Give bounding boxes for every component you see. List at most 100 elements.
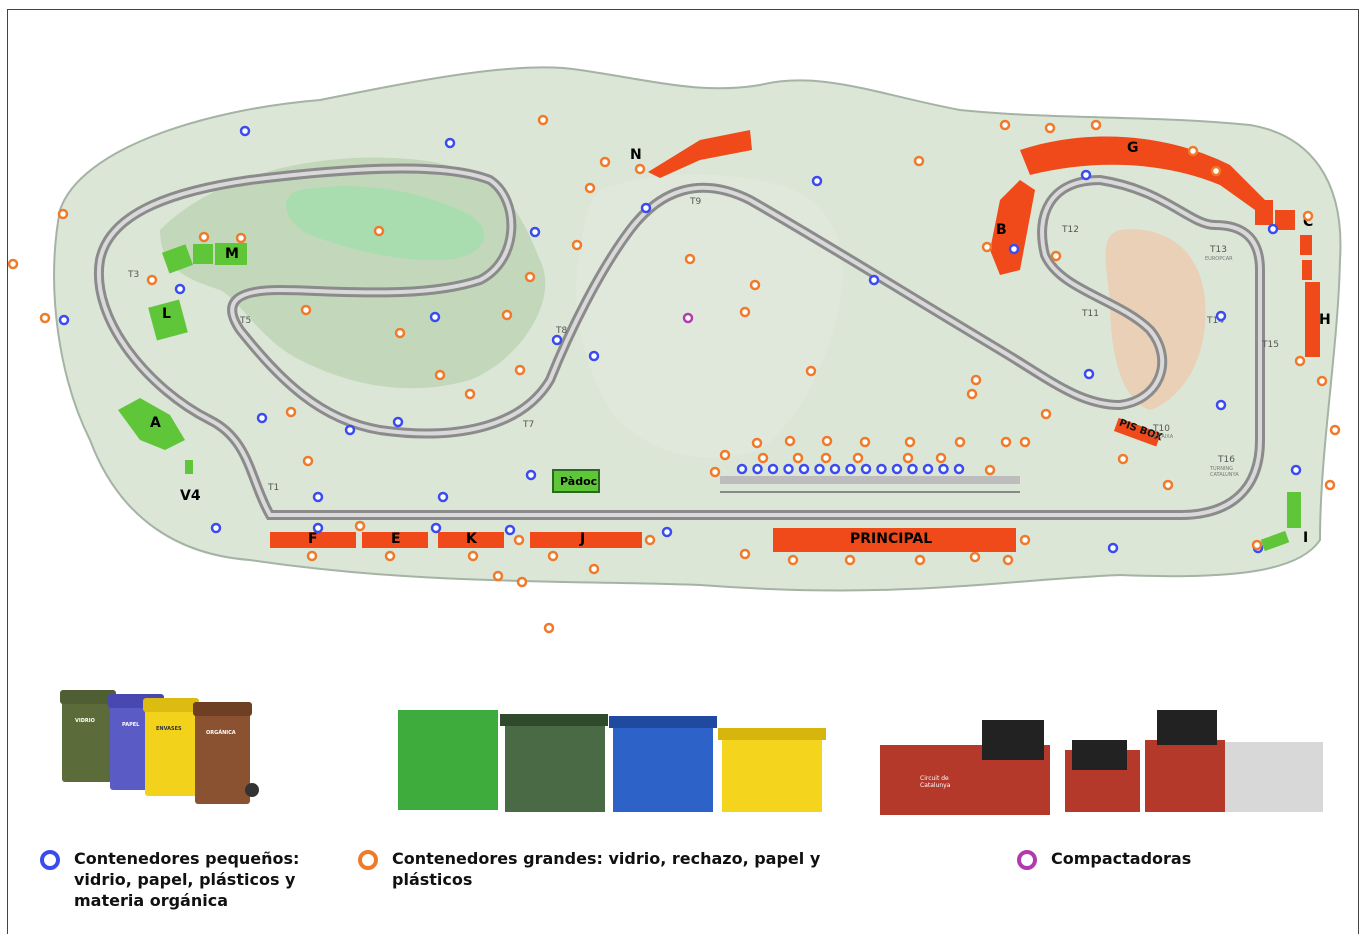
large-container-marker	[709, 466, 721, 478]
infield-grass	[1105, 229, 1206, 410]
large-container-marker	[1019, 436, 1031, 448]
large-container-marker	[757, 452, 769, 464]
large-container-marker	[1000, 436, 1012, 448]
small-container-marker	[1267, 223, 1279, 235]
small-container-marker	[1290, 464, 1302, 476]
large-container-marker	[235, 232, 247, 244]
small-container-marker	[525, 469, 537, 481]
large-container-marker	[751, 437, 763, 449]
large-container-marker	[57, 208, 69, 220]
legend-small-line2: vidrio, papel, plásticos y	[74, 870, 296, 889]
large-container-marker	[981, 241, 993, 253]
small-container-marker	[922, 463, 934, 475]
large-container-marker	[146, 274, 158, 286]
legend-large-containers: Contenedores grandes: vidrio, rechazo, p…	[358, 848, 820, 890]
large-container-marker	[954, 436, 966, 448]
large-container-marker	[966, 388, 978, 400]
large-container-marker	[394, 327, 406, 339]
large-container-marker	[1002, 554, 1014, 566]
large-container-marker	[306, 550, 318, 562]
large-container-marker	[1040, 408, 1052, 420]
legend-small-containers: Contenedores pequeños: vidrio, papel, pl…	[40, 848, 299, 911]
large-container-marker	[571, 239, 583, 251]
large-container-marker	[792, 452, 804, 464]
large-container-marker	[859, 436, 871, 448]
small-container-marker	[938, 463, 949, 475]
large-container-marker	[39, 312, 51, 324]
large-container-marker	[7, 258, 19, 270]
large-container-marker	[844, 554, 856, 566]
small-container-marker	[312, 522, 324, 534]
large-container-marker	[970, 374, 982, 386]
small-container-marker	[798, 463, 810, 475]
large-container-marker	[913, 155, 925, 167]
legend-compact-line1: Compactadoras	[1051, 849, 1192, 868]
large-container-marker	[904, 436, 916, 448]
large-container-marker	[1044, 122, 1056, 134]
large-container-marker	[300, 304, 312, 316]
green-zones	[118, 243, 1301, 552]
small-container-marker	[868, 274, 880, 286]
small-container-marker	[529, 226, 541, 238]
small-container-marker	[1008, 243, 1020, 255]
purple-ring-marker-icon	[1017, 850, 1037, 870]
legend-small-line1: Contenedores pequeños:	[74, 849, 300, 868]
small-container-marker	[312, 491, 324, 503]
large-container-marker	[1329, 424, 1341, 436]
small-container-marker	[783, 463, 794, 475]
small-container-marker	[430, 522, 442, 534]
large-container-marker	[516, 576, 528, 588]
large-container-marker	[384, 550, 396, 562]
large-container-marker	[543, 622, 555, 634]
large-container-marker	[749, 279, 761, 291]
large-container-marker	[1302, 210, 1314, 222]
small-container-marker	[437, 491, 449, 503]
small-container-marker	[504, 524, 516, 536]
large-container-marker	[820, 452, 832, 464]
infield-grass	[576, 174, 843, 458]
large-container-marker	[784, 435, 796, 447]
large-container-marker	[914, 554, 926, 566]
small-container-marker	[736, 463, 748, 475]
small-container-marker	[876, 463, 887, 475]
small-container-marker	[256, 412, 268, 424]
small-container-marker	[845, 463, 856, 475]
legend-compactors: Compactadoras	[1017, 848, 1191, 870]
small-container-marker	[588, 350, 600, 362]
large-container-marker	[1210, 165, 1222, 177]
large-container-marker	[821, 435, 833, 447]
small-container-marker	[953, 463, 965, 475]
large-container-marker	[1187, 145, 1199, 157]
large-container-marker	[524, 271, 536, 283]
large-container-marker	[514, 364, 526, 376]
compactor-marker	[682, 312, 694, 324]
small-container-marker	[344, 424, 356, 436]
large-container-marker	[684, 253, 696, 265]
small-container-marker	[1083, 368, 1095, 380]
small-container-marker	[429, 311, 441, 323]
small-container-marker	[860, 463, 872, 475]
large-container-marker	[1294, 355, 1306, 367]
large-container-marker	[1251, 539, 1263, 551]
small-container-marker	[811, 175, 823, 187]
small-container-marker	[814, 463, 825, 475]
small-container-marker	[1215, 399, 1227, 411]
large-container-marker	[198, 231, 210, 243]
large-container-marker	[935, 452, 947, 464]
large-container-marker	[902, 452, 914, 464]
large-container-marker	[584, 182, 596, 194]
large-container-marker	[599, 156, 611, 168]
large-container-marker	[999, 119, 1011, 131]
large-container-marker	[373, 225, 385, 237]
large-container-marker	[1316, 375, 1328, 387]
orange-ring-marker-icon	[358, 850, 378, 870]
large-container-marker	[501, 309, 513, 321]
large-container-marker	[1019, 534, 1031, 546]
large-container-marker	[434, 369, 446, 381]
large-container-marker	[537, 114, 549, 126]
small-container-marker	[210, 522, 222, 534]
small-container-marker	[829, 463, 841, 475]
small-container-marker	[444, 137, 456, 149]
